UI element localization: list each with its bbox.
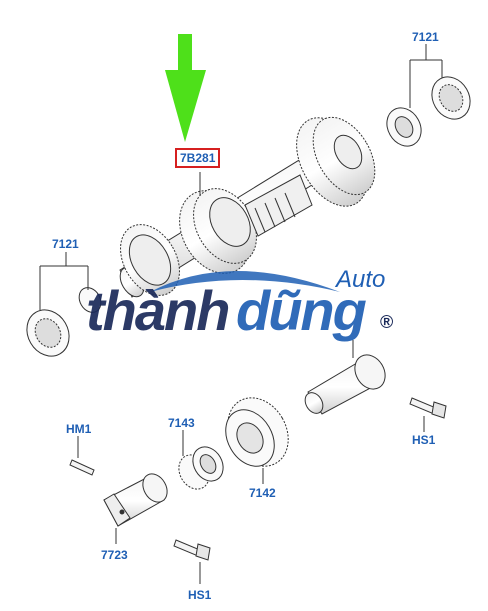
- watermark-swoosh: [150, 271, 340, 292]
- callout-hs1-right: HS1: [412, 433, 436, 447]
- callout-7121-top-right: 7121: [412, 30, 439, 44]
- watermark-registered-mark: ®: [380, 312, 394, 332]
- bearing-top-right-7121: [386, 76, 471, 147]
- needle-bearing-7143: [178, 446, 224, 490]
- callout-7121-left: 7121: [52, 237, 79, 251]
- bracket-7723: [103, 473, 168, 527]
- callout-7b281: 7B281: [175, 148, 221, 168]
- bolt-hs1-right: [409, 397, 447, 419]
- leader-7121-top: [409, 44, 443, 108]
- dowel-pin-hm1: [69, 459, 95, 476]
- bolt-hs1-bottom: [173, 539, 211, 561]
- callout-hs1-bottom: HS1: [188, 588, 212, 602]
- callout-7143: 7143: [168, 416, 195, 430]
- bearing-left-7121: [26, 287, 102, 357]
- callout-7142: 7142: [249, 486, 276, 500]
- countershaft-7b281: [119, 116, 376, 298]
- watermark-brand-part2: dũng: [236, 279, 367, 342]
- watermark-sub: Auto: [336, 266, 386, 293]
- watermark-brand-part1: thành: [86, 279, 230, 342]
- callout-hm1: HM1: [66, 422, 92, 436]
- idler-shaft: [304, 354, 386, 415]
- callout-7723: 7723: [101, 548, 128, 562]
- leader-7121-left: [39, 252, 89, 310]
- idler-gear-7142: [225, 397, 289, 467]
- green-arrow-icon: [165, 34, 206, 142]
